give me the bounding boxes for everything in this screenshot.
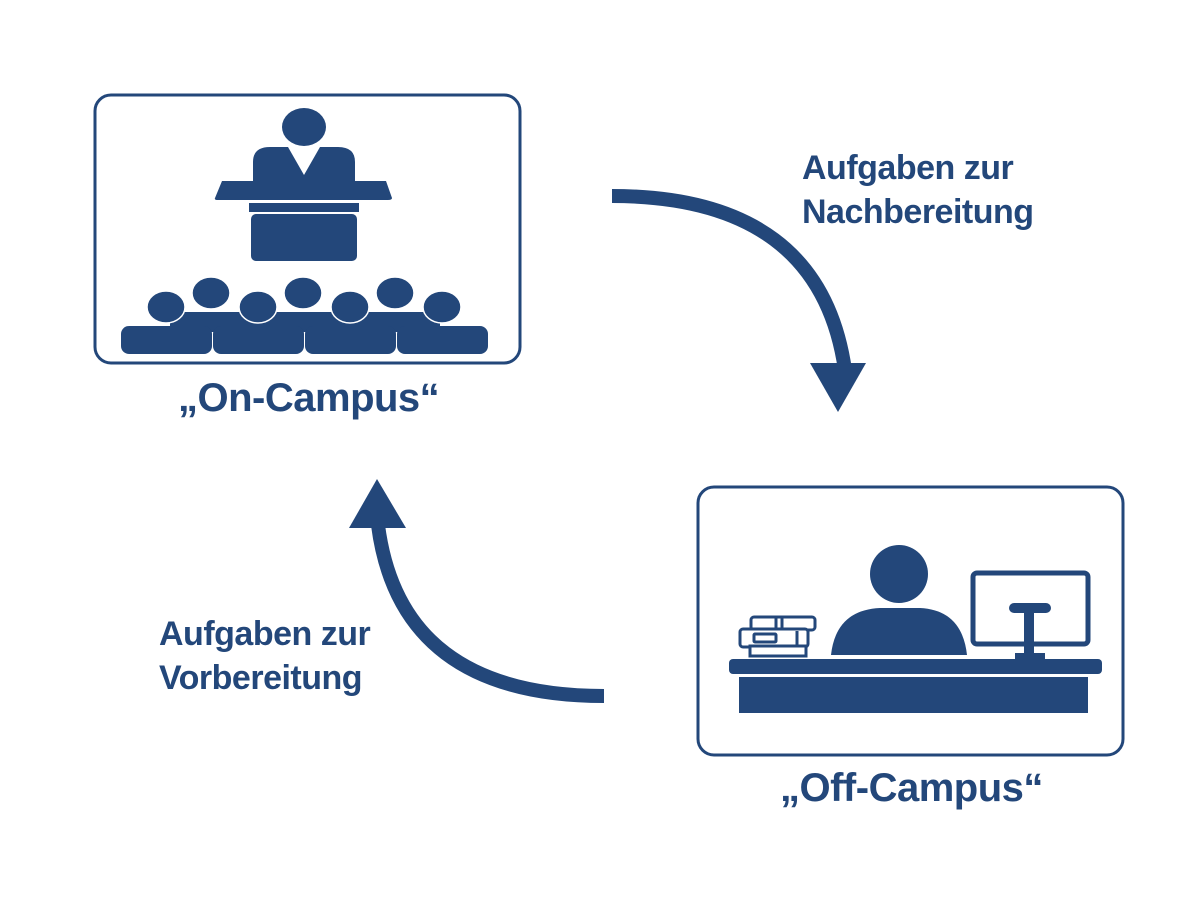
arrow-to-off-campus [611, 189, 866, 412]
arrow-head-up-icon [349, 479, 406, 528]
off-campus-node [696, 485, 1125, 757]
on-campus-node [93, 93, 522, 365]
podium-top [214, 181, 392, 200]
off-campus-caption: „Off-Campus“ [780, 766, 1043, 810]
lecture-hall-icon [121, 108, 488, 354]
on-campus-caption: „On-Campus“ [178, 376, 440, 420]
vorbereitung-label: Aufgaben zur Vorbereitung [159, 612, 371, 700]
audience [121, 276, 488, 354]
speaker-head [282, 108, 326, 146]
desk-body [739, 677, 1088, 713]
arrow-head-down-icon [810, 363, 866, 412]
speaker-body [253, 147, 355, 190]
arrow-to-on-campus [349, 479, 605, 703]
desk-top [729, 659, 1102, 674]
vorbereitung-label-line2: Vorbereitung [159, 659, 363, 697]
person-body [831, 608, 967, 655]
arrow-shaft [371, 524, 605, 703]
nachbereitung-label-line2: Nachbereitung [802, 193, 1034, 231]
nachbereitung-label: Aufgaben zur Nachbereitung [802, 146, 1034, 234]
podium-body [251, 214, 357, 261]
vorbereitung-label-line1: Aufgaben zur [159, 615, 371, 653]
nachbereitung-label-line1: Aufgaben zur [802, 149, 1014, 187]
person-head [870, 545, 928, 603]
arrow-shaft [611, 189, 852, 371]
books-icon [738, 615, 817, 658]
desk-workstation-icon [729, 545, 1102, 713]
podium-ledge [249, 203, 359, 212]
